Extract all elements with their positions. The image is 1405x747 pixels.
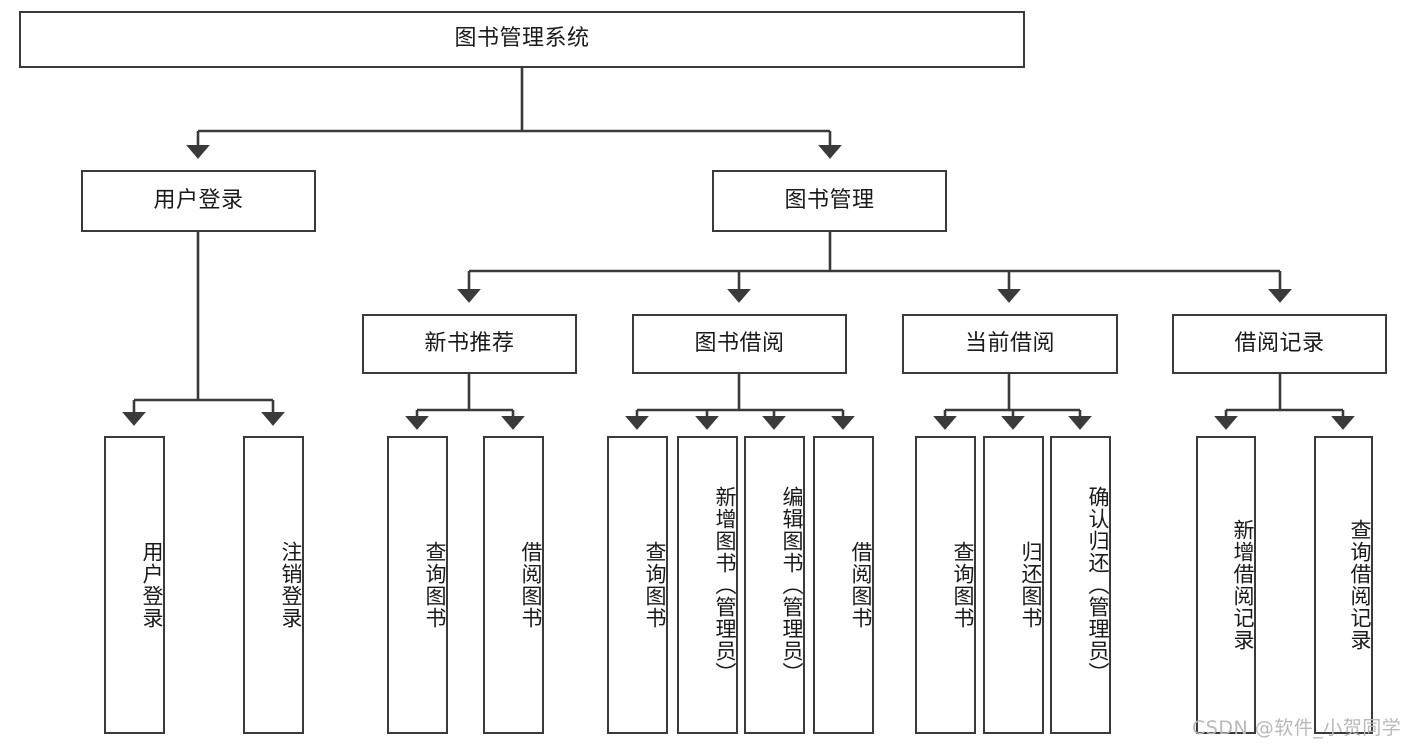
- leaf-query-borrow-record[interactable]: 查询借阅记录: [1314, 436, 1373, 734]
- node-label: 新书推荐: [424, 330, 515, 356]
- node-label: 查询图书: [951, 541, 975, 629]
- node-label: 用户登录: [140, 541, 164, 629]
- node-label: 查询借阅记录: [1348, 519, 1372, 651]
- node-label: 借阅记录: [1234, 330, 1325, 356]
- leaf-add-borrow-record[interactable]: 新增借阅记录: [1196, 436, 1256, 734]
- node-label: 归还图书: [1019, 541, 1043, 629]
- node-label: 查询图书: [423, 541, 447, 629]
- leaf-query-book-1[interactable]: 查询图书: [387, 436, 448, 734]
- leaf-return-book[interactable]: 归还图书: [983, 436, 1044, 734]
- node-label: 图书借阅: [694, 330, 785, 356]
- node-borrow-record[interactable]: 借阅记录: [1172, 314, 1387, 374]
- leaf-query-book-3[interactable]: 查询图书: [915, 436, 976, 734]
- node-label: 新增图书（管理员）: [713, 486, 737, 684]
- leaf-logout-login[interactable]: 注销登录: [243, 436, 304, 734]
- node-book-borrow[interactable]: 图书借阅: [632, 314, 847, 374]
- node-new-book-recommend[interactable]: 新书推荐: [362, 314, 577, 374]
- node-label: 图书管理系统: [454, 26, 590, 52]
- leaf-confirm-return-admin[interactable]: 确认归还（管理员）: [1050, 436, 1111, 734]
- leaf-add-book-admin[interactable]: 新增图书（管理员）: [677, 436, 738, 734]
- csdn-watermark: CSDN @软件_小贺同学: [1192, 717, 1402, 739]
- node-system-root[interactable]: 图书管理系统: [19, 11, 1025, 68]
- leaf-user-login[interactable]: 用户登录: [104, 436, 165, 734]
- node-label: 新增借阅记录: [1231, 519, 1255, 651]
- node-label: 用户登录: [153, 187, 244, 213]
- node-label: 借阅图书: [849, 541, 873, 629]
- node-label: 借阅图书: [519, 541, 543, 629]
- leaf-borrow-book-1[interactable]: 借阅图书: [483, 436, 544, 734]
- leaf-query-book-2[interactable]: 查询图书: [607, 436, 668, 734]
- leaf-borrow-book-2[interactable]: 借阅图书: [813, 436, 874, 734]
- leaf-edit-book-admin[interactable]: 编辑图书（管理员）: [744, 436, 805, 734]
- node-book-manage[interactable]: 图书管理: [712, 170, 947, 232]
- node-label: 图书管理: [784, 187, 875, 213]
- node-label: 编辑图书（管理员）: [780, 486, 804, 684]
- node-current-borrow[interactable]: 当前借阅: [902, 314, 1118, 374]
- node-label: 当前借阅: [964, 330, 1055, 356]
- node-label: 查询图书: [643, 541, 667, 629]
- node-label: 确认归还（管理员）: [1086, 486, 1110, 684]
- node-label: 注销登录: [279, 541, 303, 629]
- node-user-login[interactable]: 用户登录: [81, 170, 316, 232]
